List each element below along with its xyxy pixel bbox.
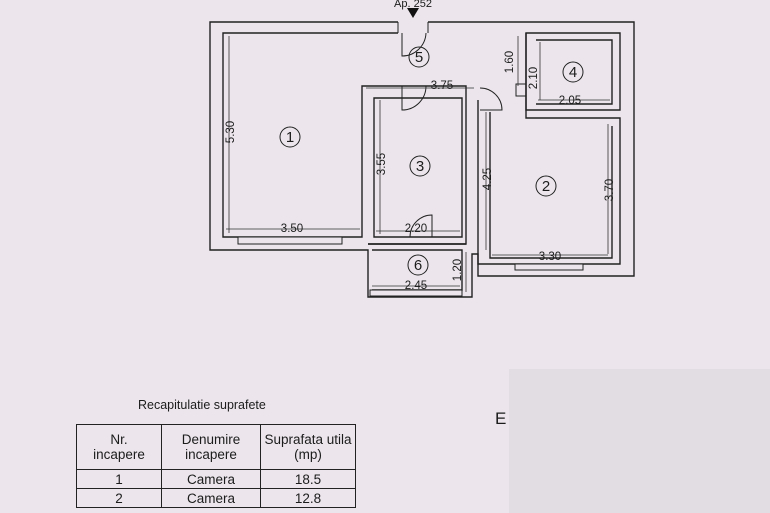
table-row: 2 Camera 12.8 bbox=[76, 488, 356, 508]
room-number-1: 1 bbox=[286, 129, 294, 146]
door-room6 bbox=[409, 214, 433, 238]
room-number-6: 6 bbox=[414, 257, 422, 274]
dim-r6-width: 2.45 bbox=[405, 280, 427, 292]
dim-r4-width: 2.05 bbox=[559, 95, 581, 107]
outer-wall-outer bbox=[209, 21, 635, 298]
room2-walls bbox=[477, 33, 621, 265]
room3-walls bbox=[373, 97, 463, 238]
apartment-label: Ap. 252 bbox=[394, 0, 432, 10]
room2-inner bbox=[489, 112, 613, 259]
cell-nr: 2 bbox=[76, 488, 162, 508]
room-number-4: 4 bbox=[569, 64, 577, 81]
entry-arrow-icon bbox=[407, 8, 419, 18]
door-room2 bbox=[479, 87, 503, 111]
cell-nr: 1 bbox=[76, 469, 162, 489]
room4-inner bbox=[536, 39, 613, 105]
window-room1 bbox=[237, 236, 343, 245]
entry-door bbox=[397, 22, 429, 57]
dim-r1-height: 5.30 bbox=[225, 121, 237, 143]
dim-r2-right: 3.70 bbox=[604, 179, 616, 201]
header-denumire: Denumire incapere bbox=[161, 424, 261, 470]
dim-r3-width: 2.20 bbox=[405, 223, 427, 235]
dim-hall-height: 1.60 bbox=[504, 51, 516, 73]
header-nr: Nr. incapere bbox=[76, 424, 162, 470]
cell-suprafata: 12.8 bbox=[260, 488, 356, 508]
window-room2 bbox=[514, 263, 584, 271]
recap-title: Recapitulatie suprafete bbox=[138, 398, 266, 412]
room-number-3: 3 bbox=[416, 158, 424, 175]
scan-background-patch bbox=[509, 369, 770, 513]
dim-r1-width: 3.50 bbox=[281, 223, 303, 235]
room-number-2: 2 bbox=[542, 178, 550, 195]
cell-suprafata: 18.5 bbox=[260, 469, 356, 489]
table-row: 1 Camera 18.5 bbox=[76, 469, 356, 489]
cell-denumire: Camera bbox=[161, 469, 261, 489]
dim-r6-height: 1.20 bbox=[452, 259, 464, 281]
window-room6 bbox=[369, 289, 463, 297]
dim-r2-width: 3.30 bbox=[539, 251, 561, 263]
recap-table: Nr. incapere Denumire incapere Suprafata… bbox=[76, 424, 356, 508]
dim-hall-width: 3.75 bbox=[431, 80, 453, 92]
room-number-5: 5 bbox=[415, 49, 423, 66]
floor-plan: 5.30 3.50 3.55 2.20 3.75 1.60 2.10 2.05 … bbox=[209, 0, 635, 298]
dim-r4-height: 2.10 bbox=[528, 67, 540, 89]
door-room4 bbox=[515, 83, 527, 97]
table-header-row: Nr. incapere Denumire incapere Suprafata… bbox=[76, 424, 356, 470]
header-suprafata: Suprafata utila (mp) bbox=[260, 424, 356, 470]
door-room3 bbox=[401, 85, 427, 111]
dim-r3-height: 3.55 bbox=[376, 153, 388, 175]
dim-r2-left: 4.25 bbox=[482, 168, 494, 190]
cell-denumire: Camera bbox=[161, 488, 261, 508]
side-letter: E bbox=[495, 409, 507, 428]
outer-wall-inner bbox=[222, 32, 467, 245]
